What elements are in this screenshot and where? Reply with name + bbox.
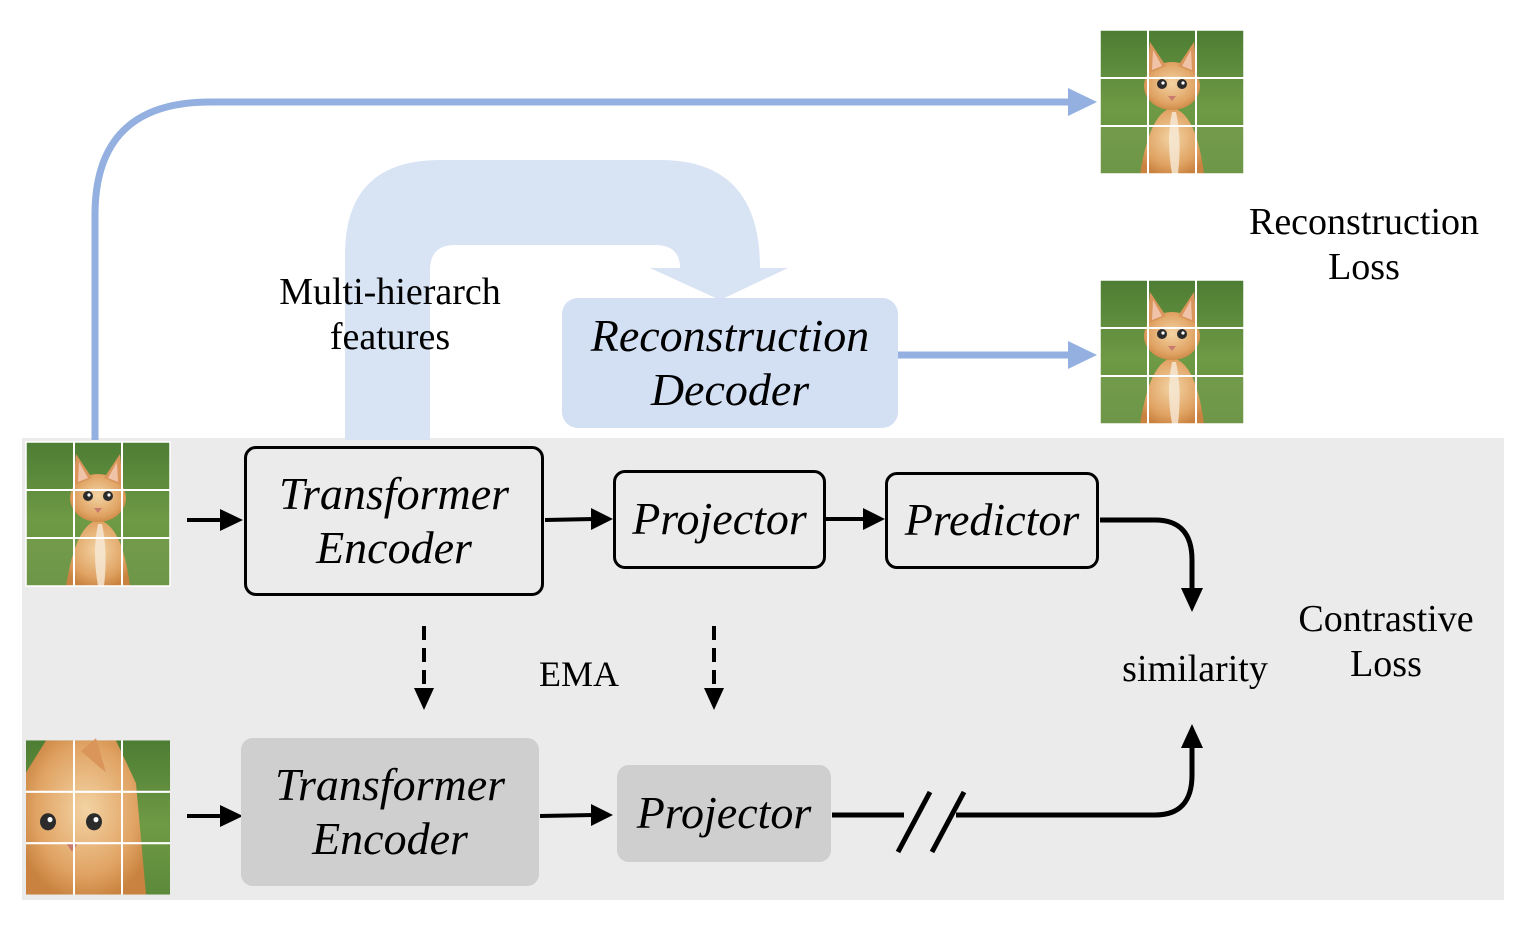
arrowhead [591, 804, 613, 826]
target-to-similarity-arrow [832, 745, 1195, 818]
multi-hierarch-line1: Multi-hierarch [279, 271, 501, 313]
target-encoder-label-line2: Encoder [312, 813, 468, 864]
online-input-kitten-image [25, 441, 171, 587]
target-input-kitten-image [24, 737, 172, 896]
online-encoder-label-line2: Encoder [316, 522, 472, 573]
target-projector-label: Projector [636, 787, 812, 839]
ema-label: EMA [539, 654, 619, 694]
target-transformer-encoder-node: Transformer Encoder [241, 738, 539, 886]
contrastive-loss-line1: Contrastive [1298, 598, 1474, 640]
decoder-label-line2: Decoder [650, 364, 810, 415]
arrowhead [1181, 724, 1203, 748]
stop-gradient-mark [929, 790, 967, 854]
predictor-node: Predictor [885, 472, 1099, 569]
arrowhead [414, 688, 434, 710]
arrowhead [1068, 341, 1097, 369]
target-projector-node: Projector [617, 765, 831, 862]
target-encoder-label-line1: Transformer [274, 758, 506, 810]
arrowhead [220, 805, 243, 827]
multi-hierarchy-arrow [345, 160, 788, 440]
arrowhead [1068, 88, 1097, 116]
online-projector-label: Projector [632, 493, 807, 545]
reconstructed-kitten-image [1099, 279, 1245, 425]
contrastive-loss-line2: Loss [1350, 642, 1422, 685]
decoder-label-line1: Reconstruction [590, 309, 870, 361]
online-transformer-encoder-node: Transformer Encoder [244, 446, 544, 596]
reconstruction-loss-line1: Reconstruction [1248, 201, 1480, 243]
similarity-label: similarity [1122, 648, 1268, 690]
reconstruction-decoder-node: Reconstruction Decoder [562, 298, 898, 428]
contrastive-loss-label: Contrastive Loss [1280, 597, 1492, 687]
arrowhead [863, 508, 885, 530]
predictor-to-similarity-arrow [1100, 517, 1195, 592]
multi-hierarch-line2: features [329, 315, 451, 358]
stop-gradient-mark [895, 790, 933, 854]
target-encoder-to-projector-arrow [539, 813, 595, 818]
predictor-label: Predictor [904, 494, 1080, 546]
reconstruction-loss-label: Reconstruction Loss [1226, 200, 1502, 290]
input-to-target-arrow [91, 98, 1070, 440]
arrowhead [591, 508, 613, 530]
target-kitten-image [1099, 29, 1245, 175]
reconstruction-loss-line2: Loss [1328, 245, 1400, 288]
online-projector-node: Projector [613, 470, 826, 569]
arrowhead [1181, 588, 1203, 612]
multi-hierarch-features-label: Multi-hierarch features [250, 270, 530, 360]
encoder-to-projector-arrow [544, 517, 595, 522]
arrowhead [704, 688, 724, 710]
online-encoder-label-line1: Transformer [278, 467, 510, 519]
arrowhead [220, 509, 243, 531]
